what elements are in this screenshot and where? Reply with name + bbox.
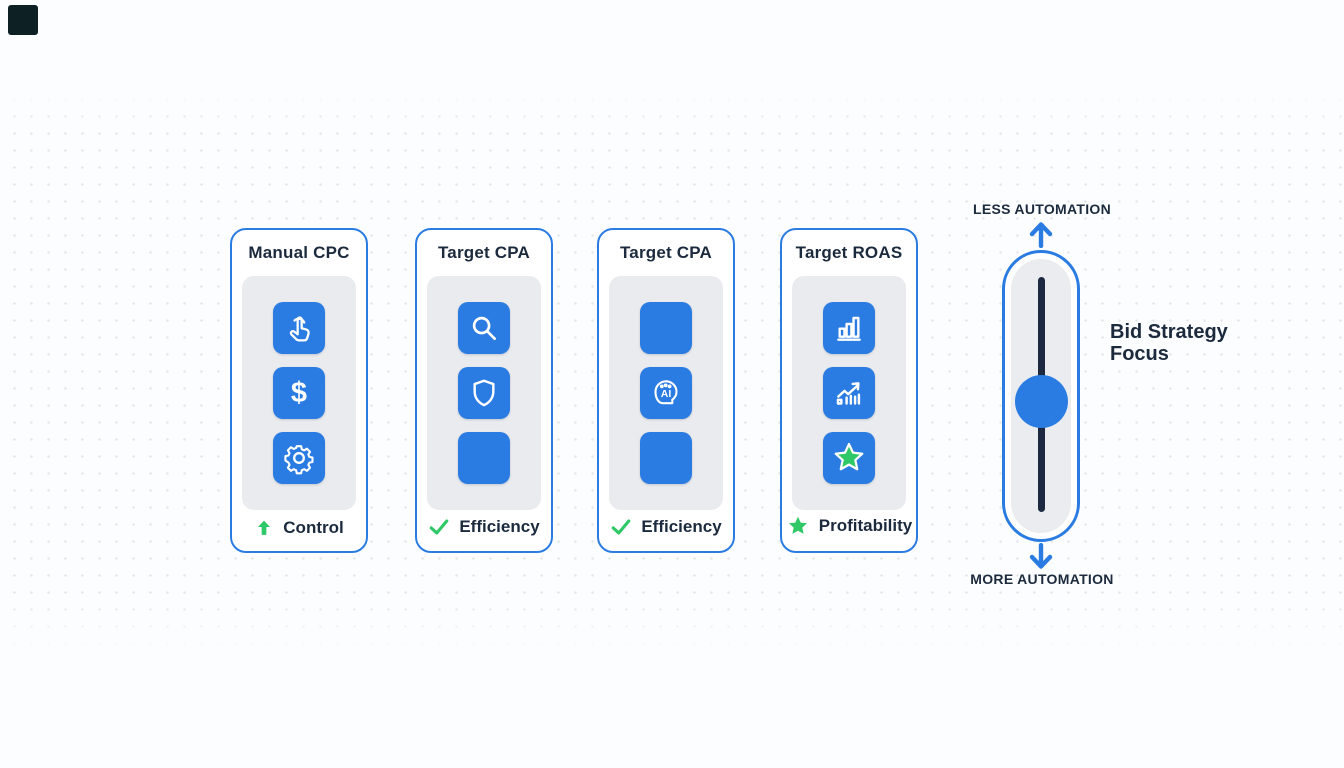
automation-slider[interactable] <box>1002 250 1080 542</box>
card-footer: Control <box>232 518 366 538</box>
blank-tile <box>458 432 510 484</box>
check-icon <box>611 519 631 535</box>
icon-panel <box>427 276 541 510</box>
card-title: Target ROAS <box>795 243 903 262</box>
card-footer: Profitability <box>782 514 916 538</box>
check-icon <box>429 519 449 535</box>
card-target-cpa-2[interactable]: Target CPA AI Efficiency <box>597 228 735 553</box>
icon-panel: AI <box>609 276 723 510</box>
shield-icon <box>458 367 510 419</box>
blank-tile <box>640 432 692 484</box>
card-target-cpa-1[interactable]: Target CPA Efficiency <box>415 228 553 553</box>
logo-mark <box>8 5 38 35</box>
arrow-up-icon <box>1029 222 1053 248</box>
gear-icon <box>273 432 325 484</box>
dollar-icon: $ <box>273 367 325 419</box>
icon-panel <box>792 276 906 510</box>
card-title: Target CPA <box>437 243 531 262</box>
card-footer-label: Efficiency <box>641 517 722 536</box>
slider-handle[interactable] <box>1014 374 1068 428</box>
card-footer-label: Efficiency <box>459 517 540 536</box>
star-icon <box>823 432 875 484</box>
card-title: Target CPA <box>619 243 713 262</box>
blank-tile <box>640 302 692 354</box>
more-automation-label: MORE AUTOMATION <box>970 571 1114 587</box>
card-target-roas[interactable]: Target ROAS <box>780 228 918 553</box>
icon-panel: $ <box>242 276 356 510</box>
search-icon <box>458 302 510 354</box>
arrow-up-icon <box>258 520 271 535</box>
star-icon <box>788 516 807 534</box>
svg-text:AI: AI <box>661 388 672 400</box>
card-footer-label: Control <box>283 518 344 537</box>
bid-strategy-focus-label: Bid Strategy Focus <box>1110 321 1228 365</box>
tap-icon <box>273 302 325 354</box>
trend-up-icon <box>823 367 875 419</box>
arrow-down-icon <box>1029 543 1053 569</box>
card-manual-cpc[interactable]: Manual CPC $ Control <box>230 228 368 553</box>
card-title: Manual CPC <box>248 243 350 262</box>
ai-brain-icon: AI <box>640 367 692 419</box>
card-footer-label: Profitability <box>818 516 913 535</box>
card-footer: Efficiency <box>417 516 551 538</box>
bar-chart-icon <box>823 302 875 354</box>
card-footer: Efficiency <box>599 516 733 538</box>
less-automation-label: LESS AUTOMATION <box>972 201 1112 217</box>
